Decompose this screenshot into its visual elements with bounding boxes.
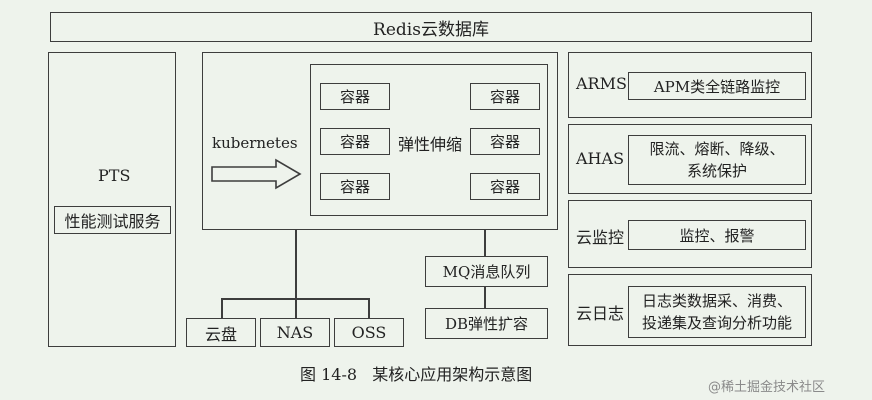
kubernetes-label: kubernetes <box>212 134 298 152</box>
cloud-log-name: 云日志 <box>576 304 625 323</box>
nas-box: NAS <box>260 318 330 347</box>
cloud-disk-box: 云盘 <box>186 318 256 347</box>
cloud-monitor-name: 云监控 <box>576 228 625 247</box>
container-6: 容器 <box>470 173 540 200</box>
container-1: 容器 <box>320 83 390 110</box>
storage-drop-1 <box>221 298 223 318</box>
container-4: 容器 <box>470 83 540 110</box>
arms-name: ARMS <box>576 74 627 93</box>
scaling-label: 弹性伸缩 <box>398 135 463 154</box>
redis-bar: Redis云数据库 <box>50 12 812 42</box>
arms-desc-box: APM类全链路监控 <box>628 72 806 100</box>
db-box: DB弹性扩容 <box>425 308 548 339</box>
pts-box <box>48 52 176 347</box>
container-2: 容器 <box>320 128 390 155</box>
connector-mq-db <box>484 287 486 308</box>
figure-caption: 图 14-8 某核心应用架构示意图 <box>300 365 533 384</box>
container-5: 容器 <box>470 128 540 155</box>
ahas-name: AHAS <box>576 149 625 168</box>
pts-service-label: 性能测试服务 <box>64 212 161 231</box>
ahas-desc-box: 限流、熔断、降级、 系统保护 <box>628 135 806 185</box>
pts-title: PTS <box>98 166 131 185</box>
watermark: @稀土掘金技术社区 <box>708 380 826 395</box>
pts-service-box: 性能测试服务 <box>54 206 171 234</box>
oss-box: OSS <box>334 318 404 347</box>
container-3: 容器 <box>320 173 390 200</box>
cloud-monitor-desc-box: 监控、报警 <box>628 220 806 250</box>
mq-box: MQ消息队列 <box>425 256 548 287</box>
storage-drop-3 <box>368 298 370 318</box>
cloud-log-desc-box: 日志类数据采、消费、 投递集及查询分析功能 <box>628 286 806 338</box>
storage-drop-2 <box>295 298 297 318</box>
redis-label: Redis云数据库 <box>373 19 489 40</box>
connector-k8s-storage <box>295 230 297 298</box>
connector-k8s-mq <box>484 230 486 256</box>
arrow-right-icon <box>211 158 302 190</box>
